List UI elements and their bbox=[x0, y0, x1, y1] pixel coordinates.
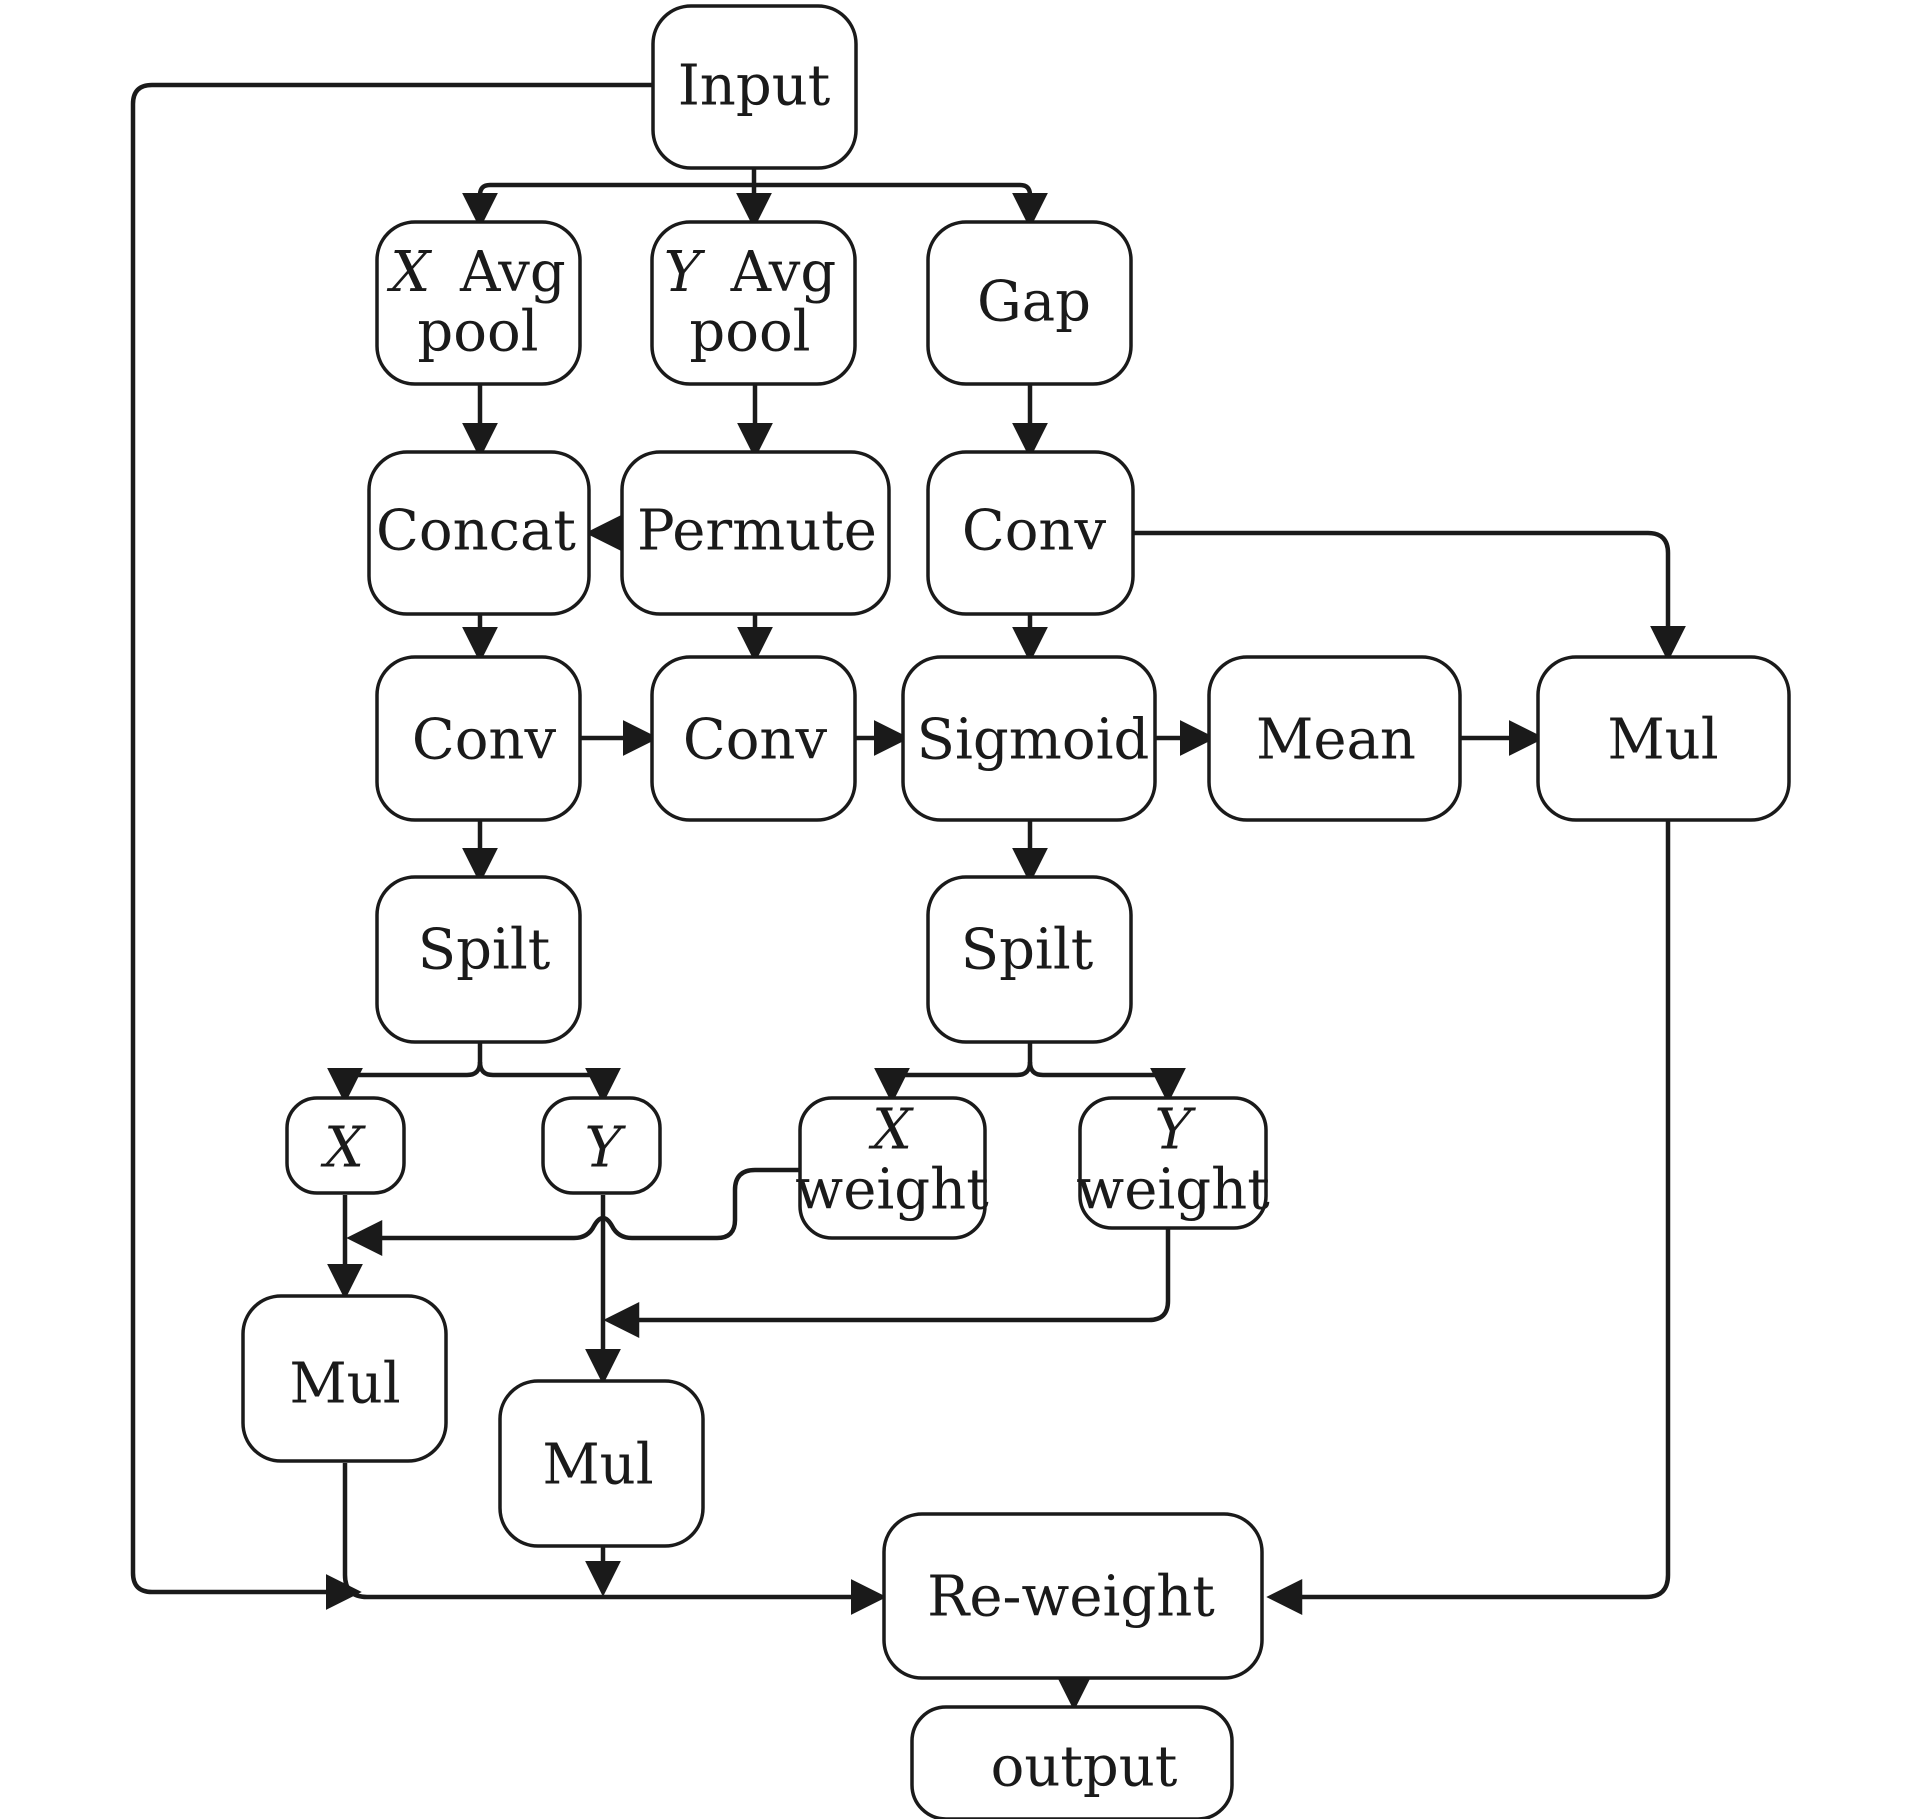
edge-convgap-to-mulright bbox=[1133, 530, 1686, 662]
edges bbox=[130, 82, 1686, 1711]
node-conv-left: Conv bbox=[375, 655, 582, 822]
node-y-avg-pool-var: Y bbox=[664, 240, 706, 305]
node-mul-right: Mul bbox=[1536, 655, 1791, 822]
node-mul-right-label: Mul bbox=[1607, 708, 1718, 773]
node-input-label: Input bbox=[678, 54, 831, 119]
edge-xweight-to-mulx bbox=[346, 1167, 800, 1256]
node-permute: Permute bbox=[620, 450, 891, 616]
edge-mulright-to-reweight bbox=[1266, 820, 1671, 1615]
node-sigmoid: Sigmoid bbox=[901, 655, 1157, 822]
nodes: Input X Avg pool Y Avg pool Gap Concat bbox=[241, 4, 1791, 1819]
node-y-avg-pool: Y Avg pool bbox=[650, 220, 857, 386]
edge-input-to-gap bbox=[754, 182, 1048, 229]
node-mul-y-label: Mul bbox=[542, 1433, 653, 1498]
edge-input-skip bbox=[130, 82, 653, 1610]
edge-mulx-to-bus bbox=[342, 1463, 887, 1615]
edge-yweight-to-muly bbox=[603, 1228, 1171, 1338]
node-gap-label: Gap bbox=[977, 270, 1091, 335]
node-split-right-label: Spilt bbox=[961, 918, 1094, 983]
node-reweight-label: Re-weight bbox=[927, 1565, 1215, 1630]
node-sigmoid-label: Sigmoid bbox=[917, 708, 1150, 773]
node-split-right: Spilt bbox=[926, 875, 1133, 1044]
node-gap: Gap bbox=[926, 220, 1133, 386]
node-x-avg-pool: X Avg pool bbox=[375, 220, 582, 386]
node-mul-x: Mul bbox=[241, 1294, 448, 1463]
node-y-label: Y bbox=[585, 1116, 627, 1181]
node-conv-gap-label: Conv bbox=[962, 499, 1107, 564]
node-y: Y bbox=[541, 1096, 662, 1195]
edge-splitright-to-xweight bbox=[874, 1061, 1033, 1104]
node-output-label: output bbox=[991, 1735, 1178, 1800]
svg-text:X Avg: X Avg bbox=[386, 240, 565, 305]
svg-text:Y Avg: Y Avg bbox=[664, 240, 836, 305]
edge-splitright-to-yweight bbox=[1027, 1061, 1186, 1104]
node-mul-x-label: Mul bbox=[289, 1352, 400, 1417]
node-x-avg-pool-var: X bbox=[386, 240, 432, 305]
node-y-weight-var: Y bbox=[1155, 1098, 1197, 1163]
node-conv-gap: Conv bbox=[926, 450, 1135, 616]
node-split-left-label: Spilt bbox=[418, 918, 551, 983]
node-reweight: Re-weight bbox=[882, 1512, 1264, 1680]
node-concat-label: Concat bbox=[376, 499, 576, 564]
node-mean-label: Mean bbox=[1256, 708, 1416, 773]
node-conv-mid: Conv bbox=[650, 655, 857, 822]
node-mul-y: Mul bbox=[498, 1379, 705, 1548]
node-y-avg-pool-line2: pool bbox=[689, 300, 810, 365]
node-x-avg-pool-line2: pool bbox=[417, 300, 538, 365]
node-x-avg-pool-line1: Avg bbox=[459, 240, 566, 305]
node-x-label: X bbox=[320, 1116, 366, 1181]
node-split-left: Spilt bbox=[375, 875, 582, 1044]
node-y-avg-pool-line1: Avg bbox=[730, 240, 837, 305]
node-conv-left-label: Conv bbox=[412, 708, 557, 773]
node-y-weight: Y weight bbox=[1076, 1096, 1270, 1230]
node-output: output bbox=[910, 1705, 1234, 1819]
node-x-weight: X weight bbox=[795, 1096, 989, 1240]
node-concat: Concat bbox=[367, 450, 591, 616]
node-y-weight-label: weight bbox=[1076, 1158, 1270, 1223]
node-conv-mid-label: Conv bbox=[683, 708, 828, 773]
node-permute-label: Permute bbox=[637, 499, 877, 564]
edge-splitleft-to-y bbox=[477, 1061, 621, 1104]
node-input: Input bbox=[651, 4, 858, 170]
edge-input-to-xavgpool bbox=[462, 182, 754, 229]
node-x-weight-label: weight bbox=[795, 1158, 989, 1223]
edge-splitleft-to-x bbox=[327, 1061, 483, 1104]
node-mean: Mean bbox=[1207, 655, 1462, 822]
node-x-weight-var: X bbox=[868, 1098, 914, 1163]
node-x: X bbox=[285, 1096, 406, 1195]
